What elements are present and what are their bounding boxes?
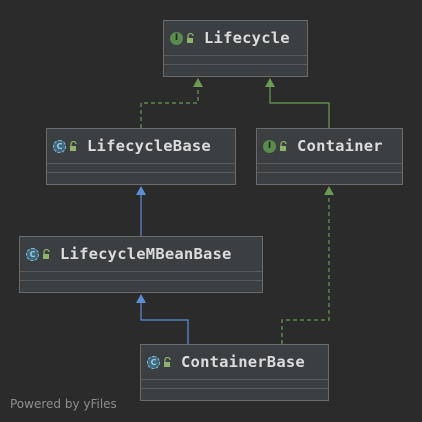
edge-line [140, 302, 189, 344]
node-containerbase[interactable]: C ContainerBase [140, 344, 329, 401]
edge-arrowhead [193, 78, 203, 87]
fields-section [141, 380, 328, 389]
edge-lifecyclebase-to-lifecycle [140, 78, 203, 128]
node-label: ContainerBase [181, 353, 305, 371]
edge-containerbase-to-container [281, 186, 334, 344]
fields-section [20, 272, 262, 281]
edge-arrowhead [136, 186, 146, 195]
edge-arrowhead [136, 294, 146, 303]
lock-open-icon [70, 140, 77, 151]
node-lifecyclembeanbase[interactable]: C LifecycleMBeanBase [19, 236, 263, 293]
abstract-class-icon: C [147, 355, 160, 369]
edge-arrowhead [265, 78, 275, 87]
methods-section [141, 389, 328, 398]
node-container[interactable]: I Container [256, 128, 403, 185]
node-lifecyclebase[interactable]: C LifecycleBase [46, 128, 236, 185]
node-label: Container [297, 137, 383, 155]
interface-icon: I [170, 31, 183, 45]
methods-section [257, 173, 402, 182]
node-label: LifecycleBase [87, 137, 211, 155]
node-label: LifecycleMBeanBase [60, 245, 232, 263]
edge-line [140, 86, 199, 128]
edge-line [281, 194, 330, 344]
edge-arrowhead [324, 186, 334, 195]
node-lifecycle[interactable]: I Lifecycle [163, 20, 308, 77]
fields-section [164, 56, 307, 65]
powered-by-footer: Powered by yFiles [10, 397, 117, 411]
edge-lifecyclembeanbase-to-lifecyclebase [136, 186, 146, 236]
lock-open-icon [187, 32, 194, 43]
node-label: Lifecycle [204, 29, 290, 47]
interface-icon: I [263, 139, 276, 153]
methods-section [164, 65, 307, 74]
abstract-class-icon: C [26, 247, 39, 261]
abstract-class-icon: C [53, 139, 66, 153]
lock-open-icon [43, 248, 50, 259]
fields-section [257, 164, 402, 173]
methods-section [47, 173, 235, 182]
edge-containerbase-to-lifecyclembeanbase [136, 294, 189, 344]
edge-container-to-lifecycle [265, 78, 330, 128]
lock-open-icon [280, 140, 287, 151]
methods-section [20, 281, 262, 290]
fields-section [47, 164, 235, 173]
lock-open-icon [164, 356, 171, 367]
edge-line [269, 86, 330, 128]
